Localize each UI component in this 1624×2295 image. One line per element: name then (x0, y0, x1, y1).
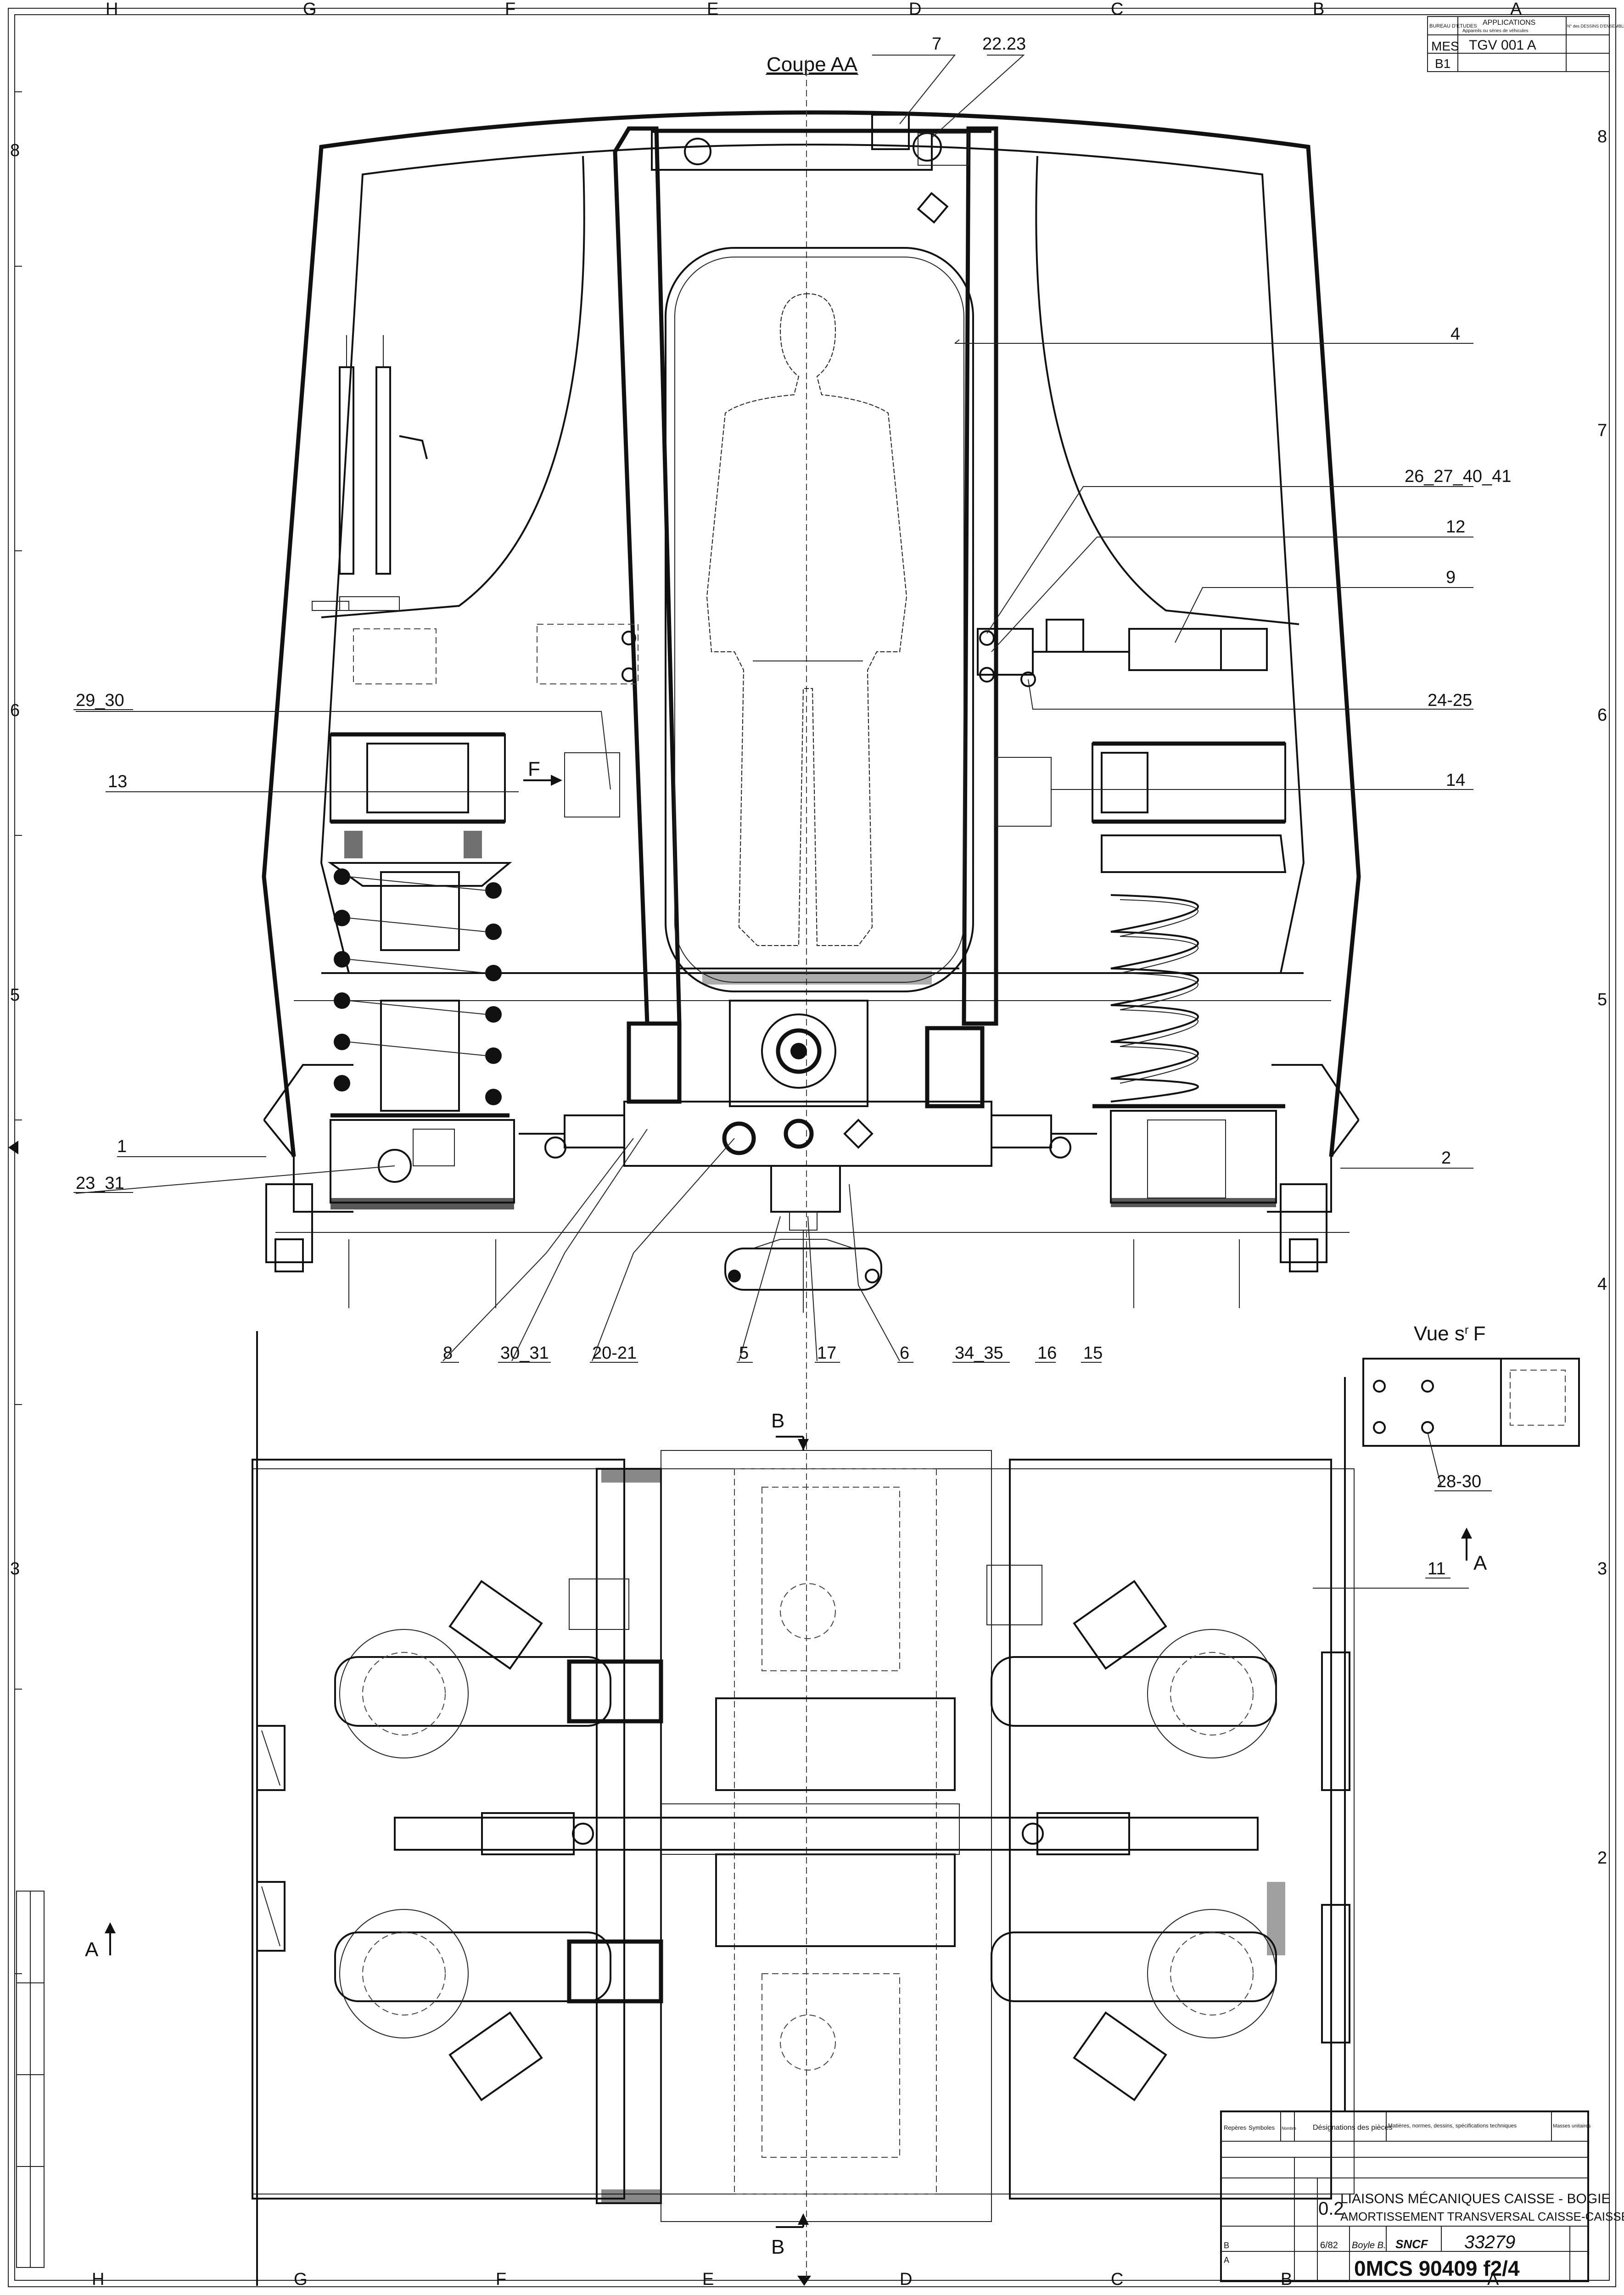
section-mark-b-bottom: B (771, 2236, 784, 2258)
grid-references: H G F E D C B A H G F E D C B A 8 7 6 5 … (8, 0, 1607, 2289)
human-figure (706, 293, 907, 946)
tb-col-designations: Désignations des pièces (1313, 2124, 1392, 2132)
grid-letter: F (496, 2270, 506, 2289)
arrow-f-label: F (528, 758, 540, 780)
callout-leaders (75, 55, 1473, 1361)
section-marks: B B A A (85, 1410, 1487, 2258)
callout-20-21: 20-21 (592, 1343, 637, 1363)
grid-letter: D (900, 2270, 912, 2289)
right-suspension (977, 619, 1287, 1207)
callout-2: 2 (1441, 1148, 1451, 1168)
plan-view (252, 1331, 1355, 2286)
tb-col-symboles: Symboles (1249, 2124, 1275, 2131)
callout-6: 6 (900, 1343, 909, 1363)
grid-number: 8 (1597, 127, 1607, 146)
grid-number: 5 (1597, 990, 1607, 1009)
grid-number: 3 (10, 1559, 20, 1579)
grid-number: 7 (1597, 421, 1607, 440)
callout-23-31: 23_31 (76, 1174, 124, 1193)
tb-zone: 0.2 (1318, 2199, 1344, 2219)
callout-11: 11 (1428, 1559, 1445, 1579)
app-box-application: TGV 001 A (1469, 38, 1536, 53)
callout-labels: 7 22.23 4 26_27_40_41 12 9 29_30 24-25 1… (73, 34, 1511, 1579)
callout-7: 7 (932, 34, 941, 54)
app-box-col3: N° des DESSINS D'ENSEMBLES (1567, 24, 1624, 28)
section-mark-a-right: A (1473, 1552, 1487, 1574)
grid-letter: C (1111, 0, 1123, 19)
callout-5: 5 (739, 1343, 749, 1363)
callout-15: 15 (1083, 1343, 1103, 1363)
section-mark-b-top: B (771, 1410, 784, 1432)
tb-col-reperes: Repères (1224, 2124, 1247, 2131)
tb-title-line1: LIAISONS MÉCANIQUES CAISSE - BOGIE (1340, 2191, 1610, 2206)
grid-letter: E (707, 0, 718, 19)
callout-30-31: 30_31 (500, 1343, 549, 1363)
callout-13: 13 (108, 772, 127, 791)
gangway-frame (613, 114, 998, 1026)
callout-12: 12 (1446, 517, 1465, 537)
grid-number: 3 (1597, 1559, 1607, 1579)
tb-revision-b: B (1224, 2241, 1229, 2250)
revision-margin (16, 1891, 45, 2268)
grid-letter: D (909, 0, 921, 19)
application-box: BUREAU D'ETUDES APPLICATIONS Appareils o… (1427, 16, 1624, 72)
grid-letter: H (106, 0, 118, 19)
callout-29-30: 29_30 (76, 691, 124, 710)
side-brackets (263, 1064, 1360, 1272)
tb-col-nombre: Nombre (1282, 2126, 1296, 2131)
callout-24-25: 24-25 (1428, 691, 1472, 710)
left-suspension: F (312, 335, 638, 1209)
grid-letter: H (92, 2270, 104, 2289)
callout-16: 16 (1037, 1343, 1057, 1363)
bogie-pivot (519, 1000, 1097, 1313)
grid-letter: B (1281, 2270, 1292, 2289)
app-box-code: MES (1431, 39, 1459, 53)
grid-letter: E (702, 2270, 714, 2289)
callout-14: 14 (1446, 771, 1465, 790)
app-box-col2-sub: Appareils ou séries de véhicules (1462, 28, 1528, 34)
tb-number-handwritten: 33279 (1464, 2232, 1515, 2252)
grid-letter: B (1313, 0, 1324, 19)
section-mark-a-left: A (85, 1938, 99, 1961)
grid-letter: A (1487, 2270, 1499, 2289)
car-body-section (262, 110, 1361, 1308)
tb-revision-a: A (1224, 2256, 1229, 2265)
grid-letter: F (505, 0, 515, 19)
app-box-col2: APPLICATIONS (1483, 19, 1535, 27)
grid-number: 5 (10, 985, 20, 1005)
callout-4: 4 (1450, 325, 1460, 344)
tb-drawing-number: 0MCS 90409 f2/4 (1354, 2256, 1520, 2280)
app-box-col1: BUREAU D'ETUDES (1429, 23, 1477, 29)
callout-28-30: 28-30 (1437, 1472, 1481, 1491)
grid-number: 4 (1597, 1275, 1607, 1294)
tb-title-line2: AMORTISSEMENT TRANSVERSAL CAISSE-CAISSE (1340, 2210, 1624, 2223)
section-title: Coupe AA (767, 53, 858, 76)
drawing-frame (8, 8, 1616, 2287)
grid-number: 2 (1597, 1848, 1607, 1868)
grid-number: 8 (10, 141, 20, 160)
tb-brand: SNCF (1395, 2237, 1428, 2251)
grid-letter: C (1111, 2270, 1123, 2289)
callout-8: 8 (443, 1343, 453, 1363)
grid-number: 6 (1597, 705, 1607, 725)
grid-letter: G (303, 0, 317, 19)
grid-number: 6 (10, 701, 20, 720)
callout-17: 17 (817, 1343, 836, 1363)
grid-letter: A (1510, 0, 1522, 19)
app-box-code2: B1 (1435, 56, 1450, 71)
callout-1: 1 (117, 1137, 127, 1156)
callout-26-27-40-41: 26_27_40_41 (1405, 467, 1511, 486)
callout-34-35: 34_35 (955, 1343, 1003, 1363)
callout-22-23: 22.23 (982, 34, 1026, 54)
tb-col-matieres: Matières, normes, dessins, spécification… (1388, 2122, 1517, 2129)
tb-date: 6/82 (1320, 2240, 1338, 2250)
grid-letter: G (294, 2270, 308, 2289)
tb-author: Boyle B. (1352, 2240, 1386, 2250)
callout-9: 9 (1446, 568, 1456, 587)
title-block: Repères Symboles Nombre Désignations des… (1220, 2110, 1624, 2282)
tb-col-masses: Masses unitaires (1553, 2123, 1591, 2129)
